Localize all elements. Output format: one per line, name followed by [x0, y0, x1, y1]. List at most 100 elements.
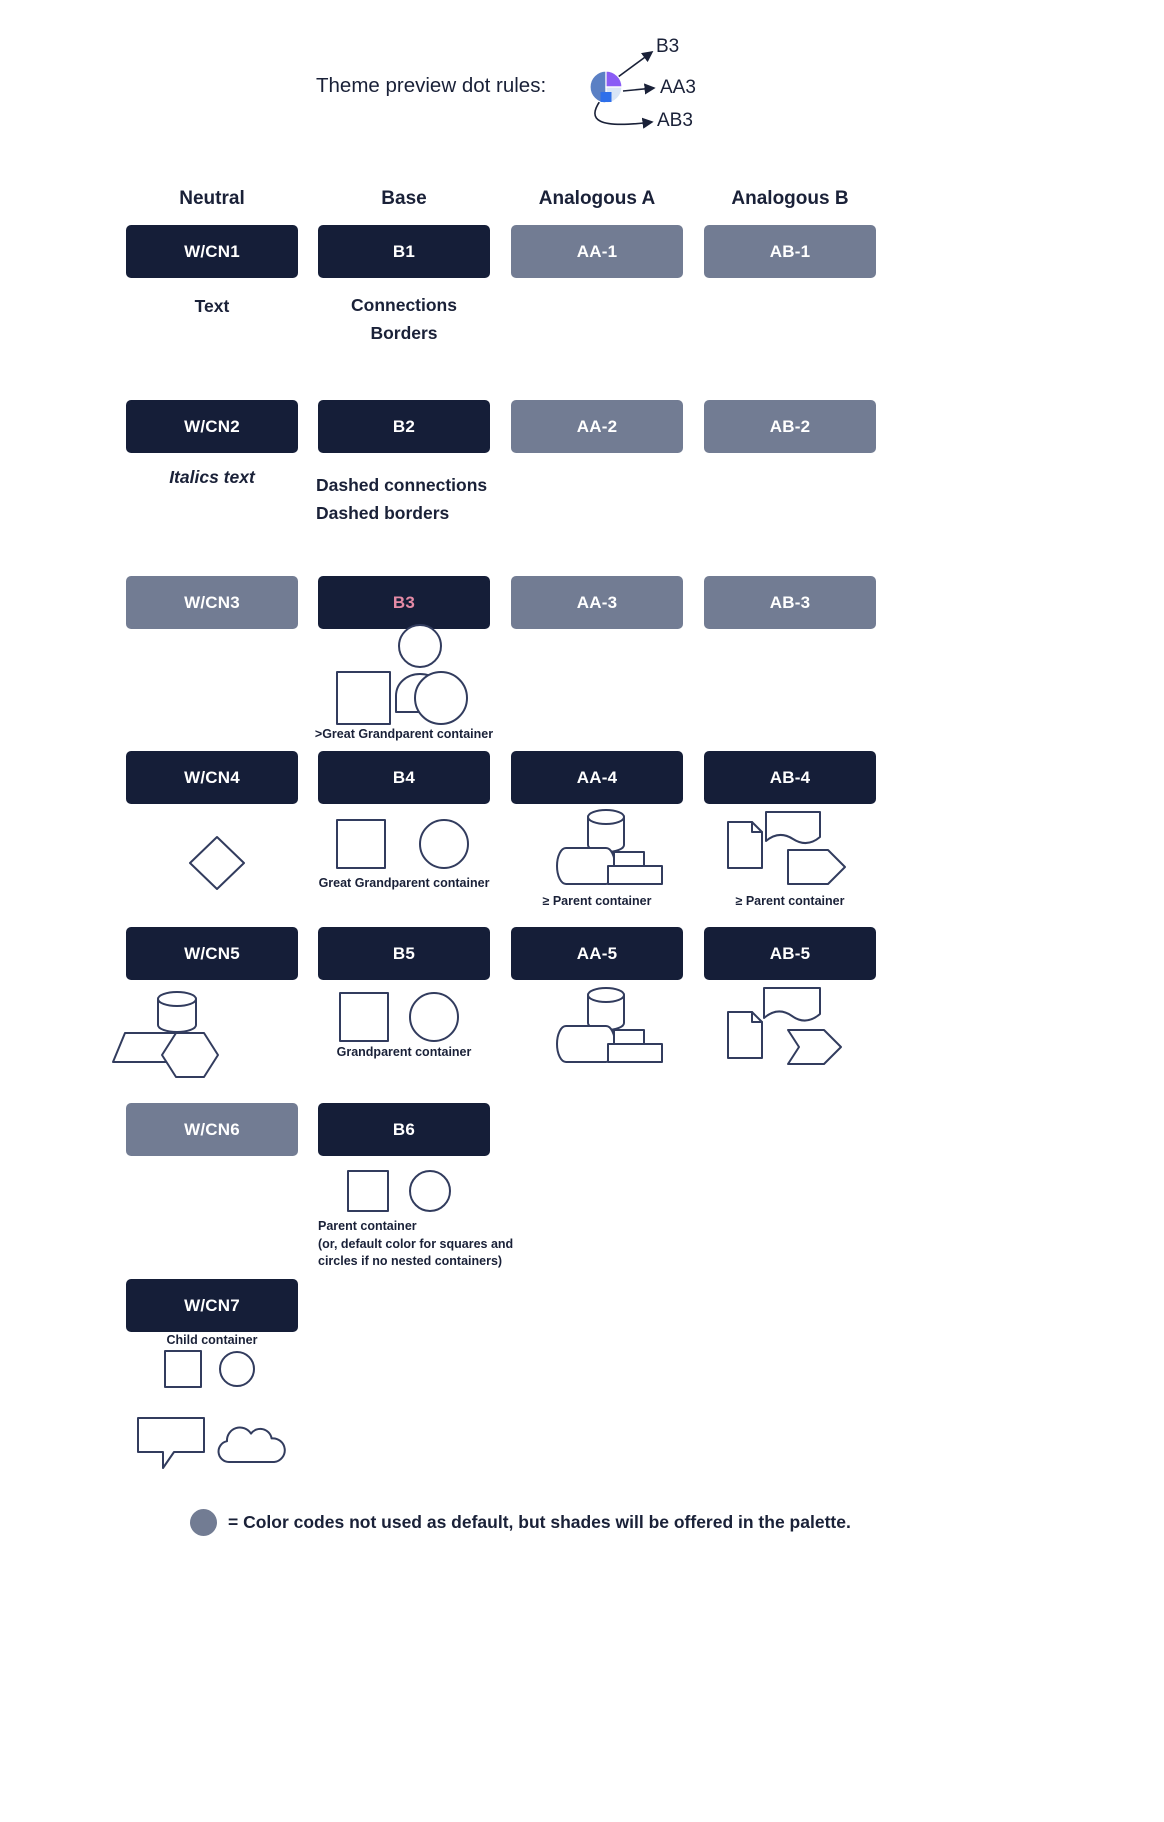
- theme-dot-diagram: [589, 51, 656, 129]
- square-shape: [347, 1170, 389, 1212]
- person-head-shape: [398, 624, 442, 668]
- aa4-container-shapes: [556, 809, 663, 885]
- arrow-to-aa3: [622, 83, 656, 95]
- caption-parent-note-2: circles if no nested containers): [318, 1254, 503, 1268]
- wcn4-diamond-shape: [189, 836, 245, 890]
- diamond-shape: [189, 836, 245, 890]
- note-shape: [727, 821, 763, 869]
- wcn5-container-shapes: [112, 991, 219, 1078]
- cloud-shape: [217, 1426, 286, 1463]
- cylinder-top-arc: [157, 998, 197, 1007]
- swatch-aa5: AA-5: [511, 927, 683, 980]
- square-shape: [164, 1350, 202, 1388]
- swatch-aa1: AA-1: [511, 225, 683, 278]
- ab5-container-shapes: [727, 987, 842, 1065]
- swatch-wcn7: W/CN7: [126, 1279, 298, 1332]
- chevron-shape: [787, 1029, 842, 1065]
- cylinder-top-arc: [587, 816, 625, 825]
- stored-data-shape: [556, 847, 616, 885]
- caption-parent-note-1: (or, default color for squares and: [318, 1237, 514, 1251]
- column-header-neutral: Neutral: [179, 188, 245, 209]
- caption-grandparent: Grandparent container: [336, 1045, 472, 1059]
- swatch-ab5: AB-5: [704, 927, 876, 980]
- wavy-banner-shape: [763, 987, 821, 1022]
- dot-label-ab3: AB3: [657, 110, 693, 131]
- swatch-wcn6: W/CN6: [126, 1103, 298, 1156]
- caption-dashed-connections: Dashed connections: [316, 475, 488, 495]
- cylinder-shape: [587, 987, 625, 1031]
- swatch-aa4: AA-4: [511, 751, 683, 804]
- swatch-b3: B3: [318, 576, 490, 629]
- dot-label-b3: B3: [656, 36, 680, 57]
- card-tab-shape: [613, 1029, 645, 1045]
- cylinder-shape: [157, 991, 197, 1033]
- circle-shape: [419, 819, 469, 869]
- swatch-aa2: AA-2: [511, 400, 683, 453]
- ab4-container-shapes: [727, 811, 846, 885]
- dot-segment-square: [600, 92, 612, 102]
- swatch-wcn2: W/CN2: [126, 400, 298, 453]
- square-shape: [336, 671, 391, 725]
- legend-dot: [190, 1509, 217, 1536]
- chevron-shape: [787, 849, 846, 885]
- speech-bubble-shape: [137, 1417, 205, 1469]
- card-shape: [607, 1043, 663, 1063]
- stored-data-shape: [556, 1025, 616, 1063]
- dot-label-aa3: AA3: [660, 77, 696, 98]
- theme-dot-icon: [589, 70, 623, 104]
- caption-connections: Connections: [351, 295, 457, 315]
- swatch-wcn4: W/CN4: [126, 751, 298, 804]
- caption-gt-great-grandparent: >Great Grandparent container: [314, 727, 494, 741]
- swatch-b1: B1: [318, 225, 490, 278]
- column-header-base: Base: [381, 188, 427, 209]
- dot-segment-purple: [605, 70, 623, 88]
- swatch-ab1: AB-1: [704, 225, 876, 278]
- note-shape: [727, 1011, 763, 1059]
- swatch-b2: B2: [318, 400, 490, 453]
- b5-container-shapes: [339, 992, 459, 1042]
- caption-italics-text: Italics text: [169, 467, 255, 487]
- b4-container-shapes: [336, 819, 469, 869]
- swatch-ab4: AB-4: [704, 751, 876, 804]
- caption-ge-parent-aa: ≥ Parent container: [542, 894, 652, 908]
- child-extra-shapes: [137, 1417, 286, 1469]
- cylinder-shape: [587, 809, 625, 853]
- arrow-to-b3: [617, 51, 654, 78]
- caption-ge-parent-ab: ≥ Parent container: [735, 894, 845, 908]
- caption-great-grandparent: Great Grandparent container: [318, 876, 490, 890]
- swatch-ab2: AB-2: [704, 400, 876, 453]
- circle-shape: [414, 671, 468, 725]
- cylinder-top-arc: [587, 994, 625, 1003]
- card-shape: [607, 865, 663, 885]
- column-header-analogous-a: Analogous A: [538, 188, 656, 209]
- caption-text: Text: [194, 296, 230, 316]
- swatch-wcn1: W/CN1: [126, 225, 298, 278]
- swatch-ab3: AB-3: [704, 576, 876, 629]
- caption-parent: Parent container: [318, 1219, 417, 1233]
- circle-shape: [409, 1170, 451, 1212]
- note-fold-line: [751, 821, 763, 833]
- swatch-wcn5: W/CN5: [126, 927, 298, 980]
- swatch-b4: B4: [318, 751, 490, 804]
- square-shape: [336, 819, 386, 869]
- swatch-aa3: AA-3: [511, 576, 683, 629]
- square-shape: [339, 992, 389, 1042]
- page-title: Theme preview dot rules:: [316, 74, 547, 97]
- b3-container-shapes: [336, 624, 468, 725]
- swatch-b6: B6: [318, 1103, 490, 1156]
- column-header-analogous-b: Analogous B: [731, 188, 849, 209]
- note-fold-line: [751, 1011, 763, 1023]
- swatch-wcn3: W/CN3: [126, 576, 298, 629]
- caption-dashed-borders: Dashed borders: [316, 503, 450, 523]
- card-tab-shape: [613, 851, 645, 867]
- caption-borders: Borders: [370, 323, 438, 343]
- arrow-to-ab3: [594, 100, 654, 129]
- wavy-banner-shape: [765, 811, 821, 844]
- caption-child: Child container: [166, 1333, 258, 1347]
- circle-shape: [219, 1351, 255, 1387]
- swatch-b5: B5: [318, 927, 490, 980]
- child-container-shapes: [164, 1350, 255, 1388]
- legend-text: = Color codes not used as default, but s…: [228, 1512, 851, 1532]
- circle-shape: [409, 992, 459, 1042]
